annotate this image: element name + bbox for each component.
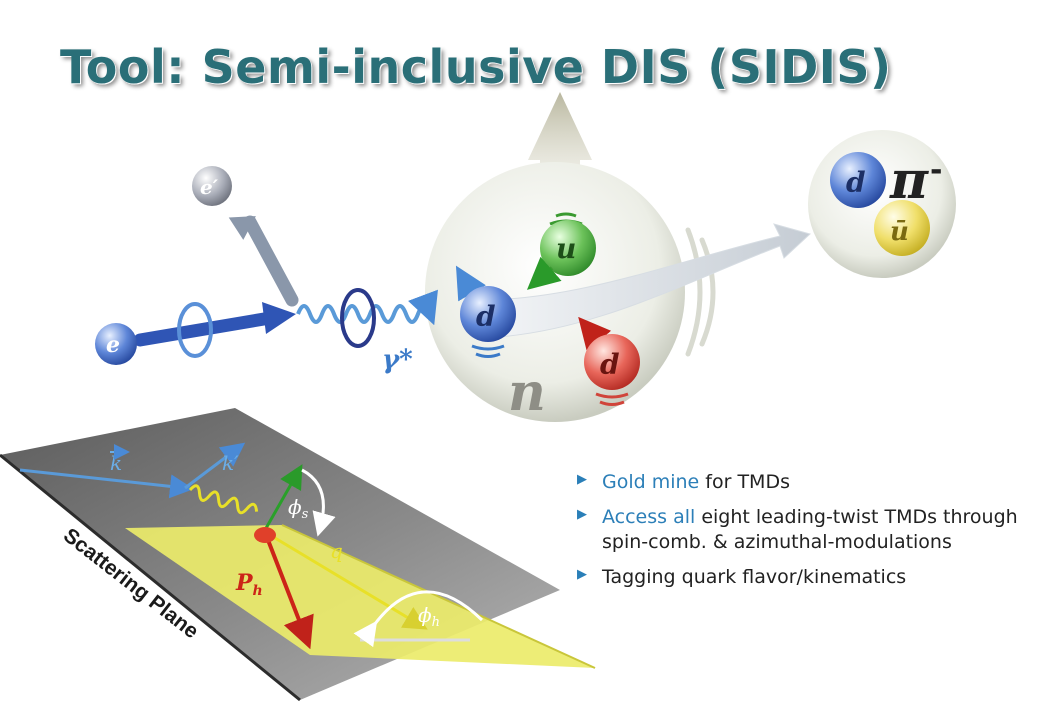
phi-h-label: ϕh (418, 603, 440, 630)
bullet-item: ▶Gold mine for TMDs (577, 471, 790, 493)
nucleon-motion-lines (685, 227, 716, 357)
scattered-electron-label: e′ (200, 175, 219, 199)
pion-d-label: d (846, 166, 866, 199)
scattering-plane-figure: k k′ ϕs q Ph ϕh Scattering Plane (0, 408, 596, 702)
nucleon-label: n (508, 362, 546, 423)
ph-label: Ph (235, 570, 263, 599)
phi-h-arc (353, 590, 484, 648)
pion-charge: - (930, 153, 942, 188)
k-label: k (110, 451, 122, 475)
interaction-vertex (254, 527, 276, 543)
bullet-item: ▶Tagging quark flavor/kinematics (577, 565, 907, 588)
incoming-electron (95, 323, 137, 365)
slide-title: Tool: Semi-inclusive DIS (SIDIS) (60, 40, 892, 94)
phi-s-label: ϕs (288, 495, 309, 522)
spectator-d-label: d (600, 348, 620, 381)
lepton-plane-edge (0, 453, 301, 702)
pion-d-quark (830, 152, 886, 208)
photon-label: γ* (382, 345, 413, 375)
bullet-item: ▶Access all eight leading-twist TMDs thr… (577, 505, 1018, 554)
electron-spin-loop (177, 302, 213, 358)
bullet-arrow-icon: ▶ (577, 506, 587, 522)
u-quark-label: u (556, 232, 576, 265)
incoming-electron-arrow (133, 311, 277, 347)
virtual-photon-wave (296, 289, 438, 326)
pion-name: π (889, 150, 929, 211)
incoming-electron-label: e (106, 332, 120, 358)
scattered-electron-arrow (243, 215, 299, 307)
photon-spin-loop (340, 288, 376, 348)
k-prime-label: k′ (222, 451, 239, 475)
phi-s-arc (301, 468, 336, 537)
hadronization-jet (479, 223, 811, 339)
plane-photon-wave (188, 484, 259, 515)
pion-ubar-quark (874, 200, 930, 256)
struck-d-quark (460, 286, 516, 342)
hadron-plane (125, 525, 595, 668)
bullet-arrow-icon: ▶ (577, 472, 587, 487)
spectator-d-quark (584, 334, 640, 390)
scattered-electron (192, 166, 232, 206)
struck-d-label: d (476, 300, 496, 333)
pion-ubar-label: ū (890, 217, 909, 247)
bullet-arrow-icon: ▶ (577, 566, 587, 582)
bullet-list: ▶Gold mine for TMDs ▶Access all eight le… (575, 470, 1045, 600)
q-label: q (330, 539, 343, 563)
